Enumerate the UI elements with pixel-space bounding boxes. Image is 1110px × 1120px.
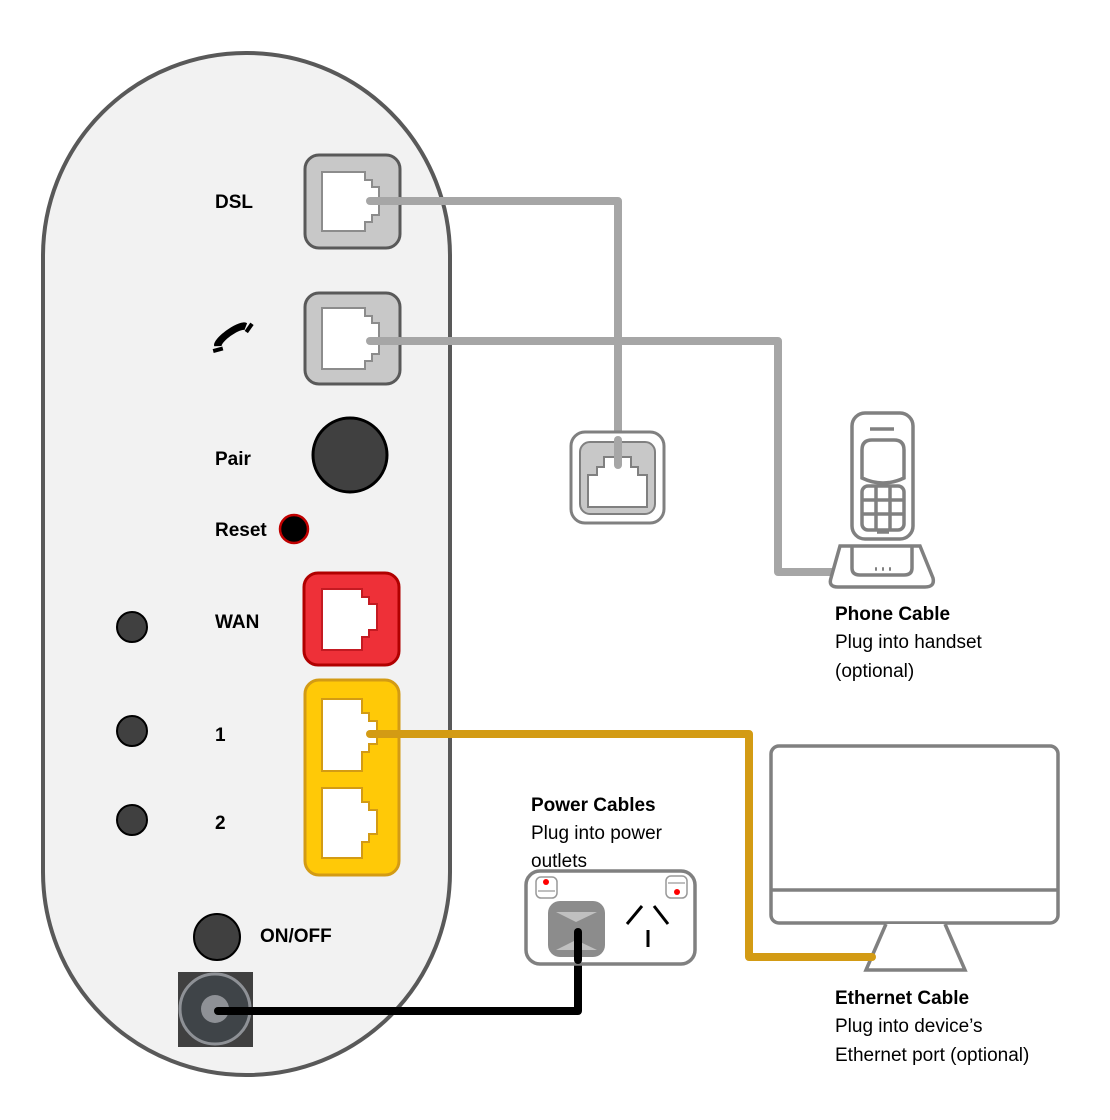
phone-cable [366, 337, 836, 576]
lan1-led [116, 715, 148, 747]
rj-jack-icon [587, 456, 648, 508]
lan2-label: 2 [215, 813, 226, 834]
caption-line: Plug into device’s [835, 1016, 983, 1037]
rj-jack-icon [321, 787, 378, 859]
phone-port[interactable] [303, 291, 404, 386]
wan-led [116, 611, 148, 643]
lan1-label: 1 [215, 725, 226, 746]
reset-label: Reset [215, 520, 267, 541]
reset-button[interactable] [278, 513, 310, 545]
rj-jack-icon [321, 171, 380, 232]
wall-phone-socket [569, 430, 666, 525]
caption-title: Phone Cable [835, 604, 950, 625]
onoff-label: ON/OFF [260, 926, 332, 947]
rj-jack-icon [321, 307, 380, 370]
power-jack[interactable] [178, 972, 257, 1047]
caption-line: outlets [531, 851, 587, 872]
caption-line: Plug into power [531, 823, 663, 844]
lan-ports [303, 678, 403, 877]
phone-cable-caption: Phone Cable Plug into handset (optional) [835, 604, 983, 682]
lan1-port[interactable] [321, 698, 403, 772]
ethernet-cable [366, 730, 876, 961]
pair-button[interactable] [311, 416, 389, 494]
dsl-cable [366, 197, 622, 459]
caption-title: Power Cables [531, 795, 656, 816]
caption-title: Ethernet Cable [835, 988, 969, 1009]
dsl-port[interactable] [303, 153, 404, 250]
outlet-socket-empty[interactable] [620, 899, 680, 955]
caption-line: (optional) [835, 661, 914, 682]
dsl-label: DSL [215, 192, 253, 213]
rj-jack-icon [321, 588, 378, 651]
caption-line: Ethernet port (optional) [835, 1045, 1029, 1066]
lan2-port[interactable] [321, 787, 378, 859]
caption-line: Plug into handset [835, 632, 983, 653]
lan2-led [116, 804, 148, 836]
cordless-phone-icon [828, 411, 936, 589]
wan-label: WAN [215, 612, 259, 633]
ethernet-cable-caption: Ethernet Cable Plug into device’s Ethern… [835, 988, 1029, 1066]
power-cables-caption: Power Cables Plug into power outlets [531, 795, 663, 872]
rj-jack-icon [321, 698, 378, 772]
computer-monitor-icon [769, 744, 1060, 972]
power-outlet [524, 869, 697, 966]
pair-label: Pair [215, 449, 252, 470]
wan-port[interactable] [302, 571, 401, 667]
power-button[interactable] [193, 913, 241, 961]
phone-handset-icon [212, 322, 254, 353]
